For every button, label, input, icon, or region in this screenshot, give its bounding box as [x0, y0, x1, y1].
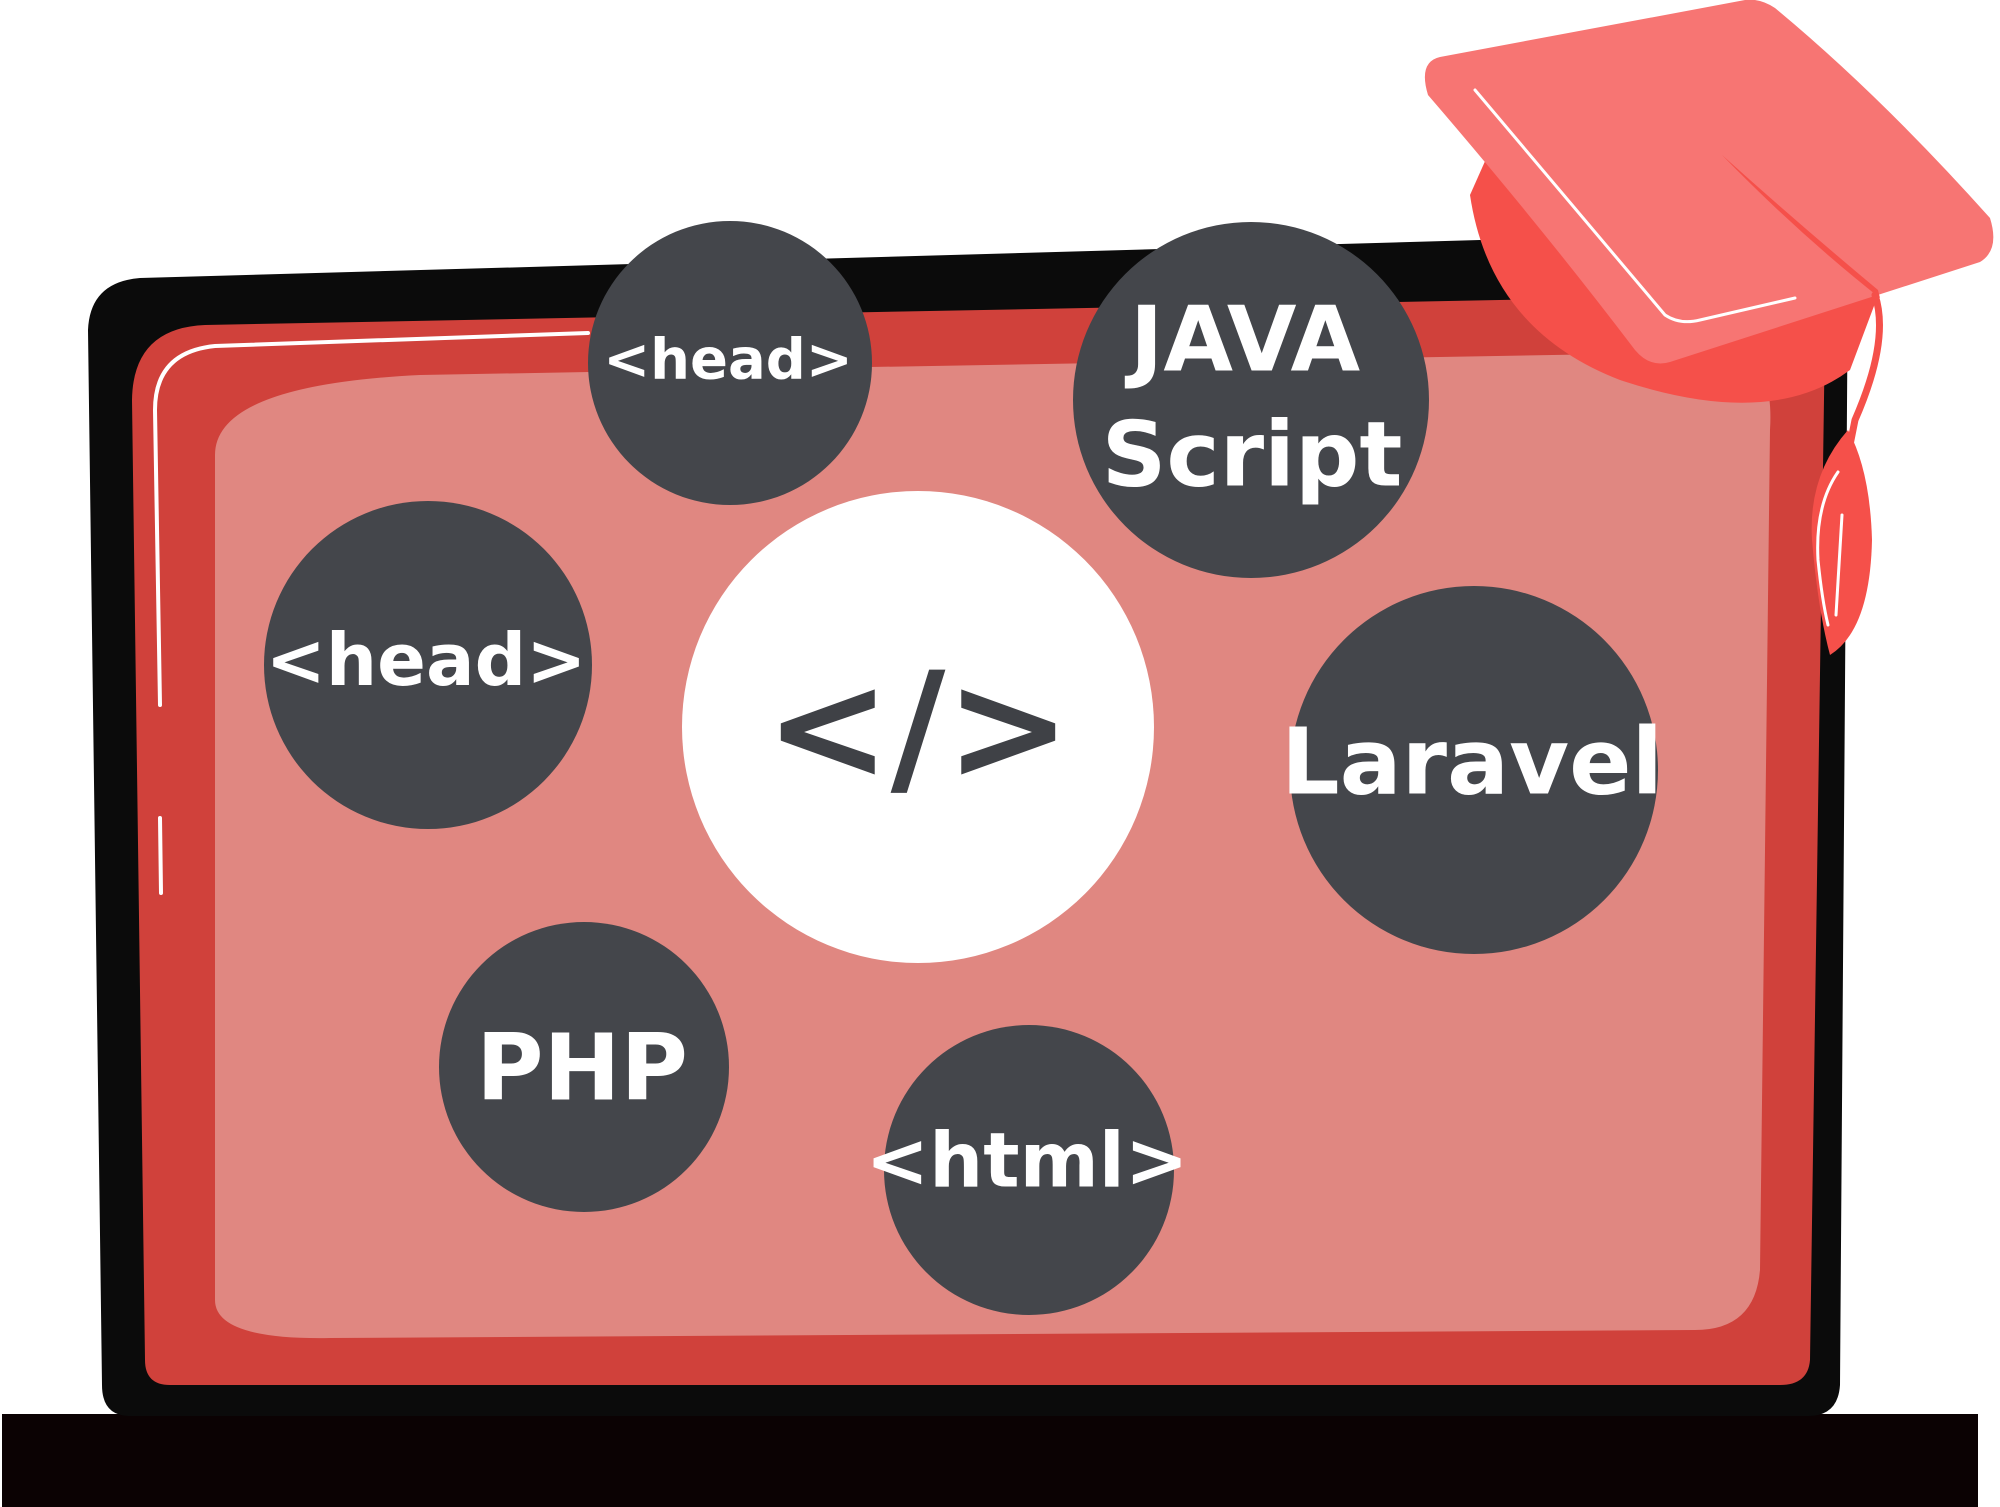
bubble-javascript-line1: JAVA	[1124, 288, 1361, 393]
bubble-html-label: <html>	[865, 1116, 1188, 1205]
bubble-javascript: JAVA Script	[1073, 222, 1429, 578]
bubble-laravel-label: Laravel	[1281, 709, 1663, 816]
bubble-php: PHP	[439, 922, 729, 1212]
cap-tassel-highlight	[1816, 470, 1840, 627]
cap-tassel-cord	[1844, 291, 1883, 459]
bubble-head-left-label: <head>	[266, 618, 587, 702]
laptop-base	[2, 1414, 1978, 1507]
graduation-cap-icon	[1425, 0, 1994, 655]
bubble-php-label: PHP	[476, 1015, 688, 1122]
code-icon: </>	[682, 491, 1154, 963]
bubble-head-top-label: <head>	[603, 328, 853, 393]
cap-board-highlight	[1473, 88, 1797, 324]
bubble-head-top: <head>	[588, 221, 872, 505]
center-symbol: </>	[765, 641, 1071, 815]
cap-tassel-highlight-2	[1834, 513, 1844, 617]
bubble-javascript-line2: Script	[1102, 403, 1403, 508]
border-highlight	[152, 331, 590, 707]
bubble-laravel: Laravel	[1281, 586, 1663, 954]
cap-board-crease	[1722, 155, 1880, 298]
bubble-html: <html>	[865, 1025, 1189, 1315]
center-circle	[682, 491, 1154, 963]
border-highlight-small	[158, 816, 163, 895]
bubble-head-left: <head>	[264, 501, 592, 829]
